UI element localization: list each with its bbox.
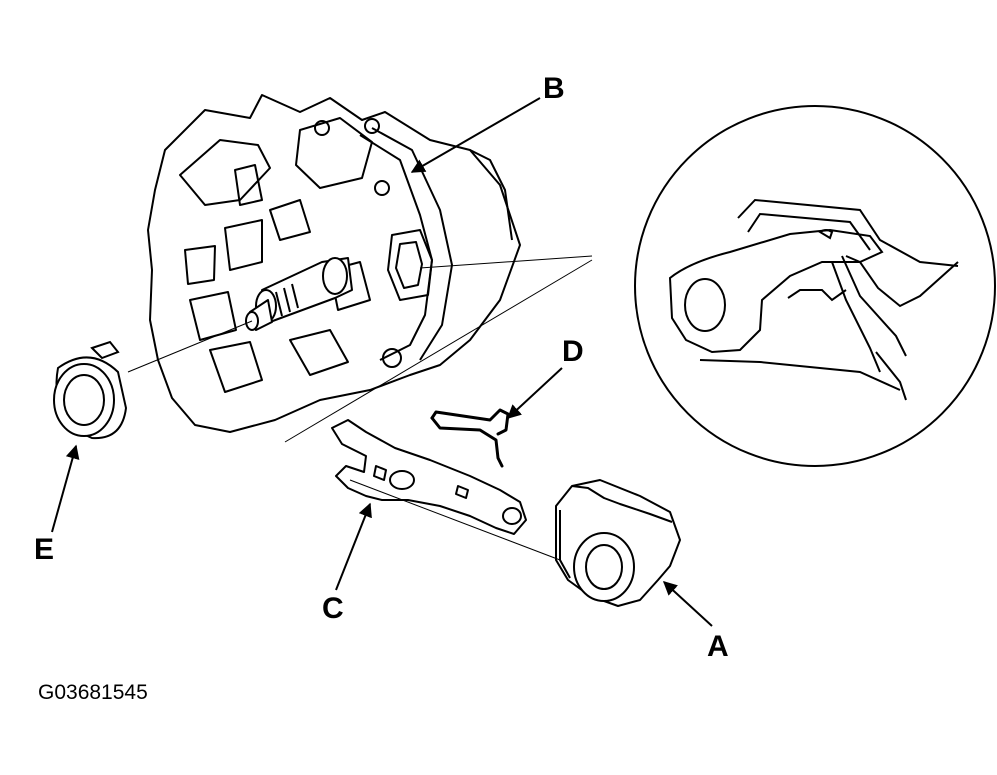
arrow-a — [662, 581, 713, 627]
arrow-d — [506, 367, 563, 419]
release-fork-clip — [430, 408, 510, 468]
release-fork — [331, 419, 527, 535]
leader-arrows — [51, 97, 713, 627]
detail-inset — [634, 105, 996, 467]
release-fork-boot — [555, 479, 681, 607]
input-shaft — [245, 257, 353, 331]
callout-c: C — [322, 592, 344, 625]
callout-b: B — [543, 72, 565, 105]
arrow-b — [410, 97, 541, 173]
release-bearing — [53, 340, 128, 440]
callout-e: E — [34, 533, 55, 566]
arrow-e — [51, 444, 80, 533]
transmission-housing — [147, 94, 521, 433]
callout-a: A — [707, 630, 729, 663]
arrow-c — [335, 502, 372, 591]
figure-id: G03681545 — [38, 681, 148, 704]
guide-lines — [127, 255, 593, 561]
callout-d: D — [562, 335, 584, 368]
